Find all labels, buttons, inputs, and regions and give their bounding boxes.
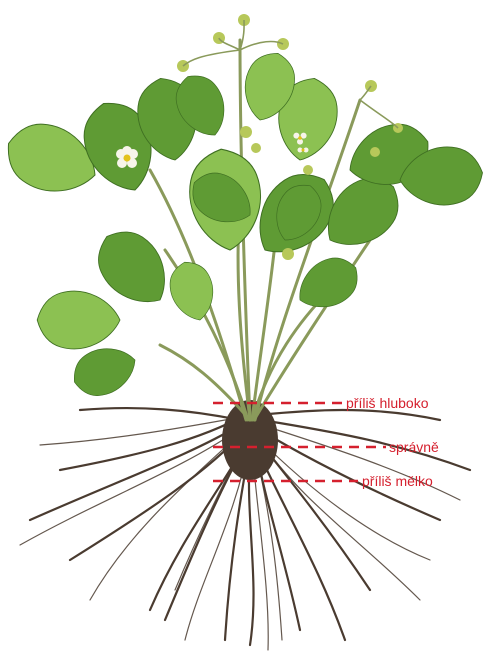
roots xyxy=(20,400,470,650)
label-correct: správně xyxy=(389,439,439,455)
label-too-deep: příliš hluboko xyxy=(346,395,429,411)
label-too-shallow: příliš mělko xyxy=(362,473,433,489)
